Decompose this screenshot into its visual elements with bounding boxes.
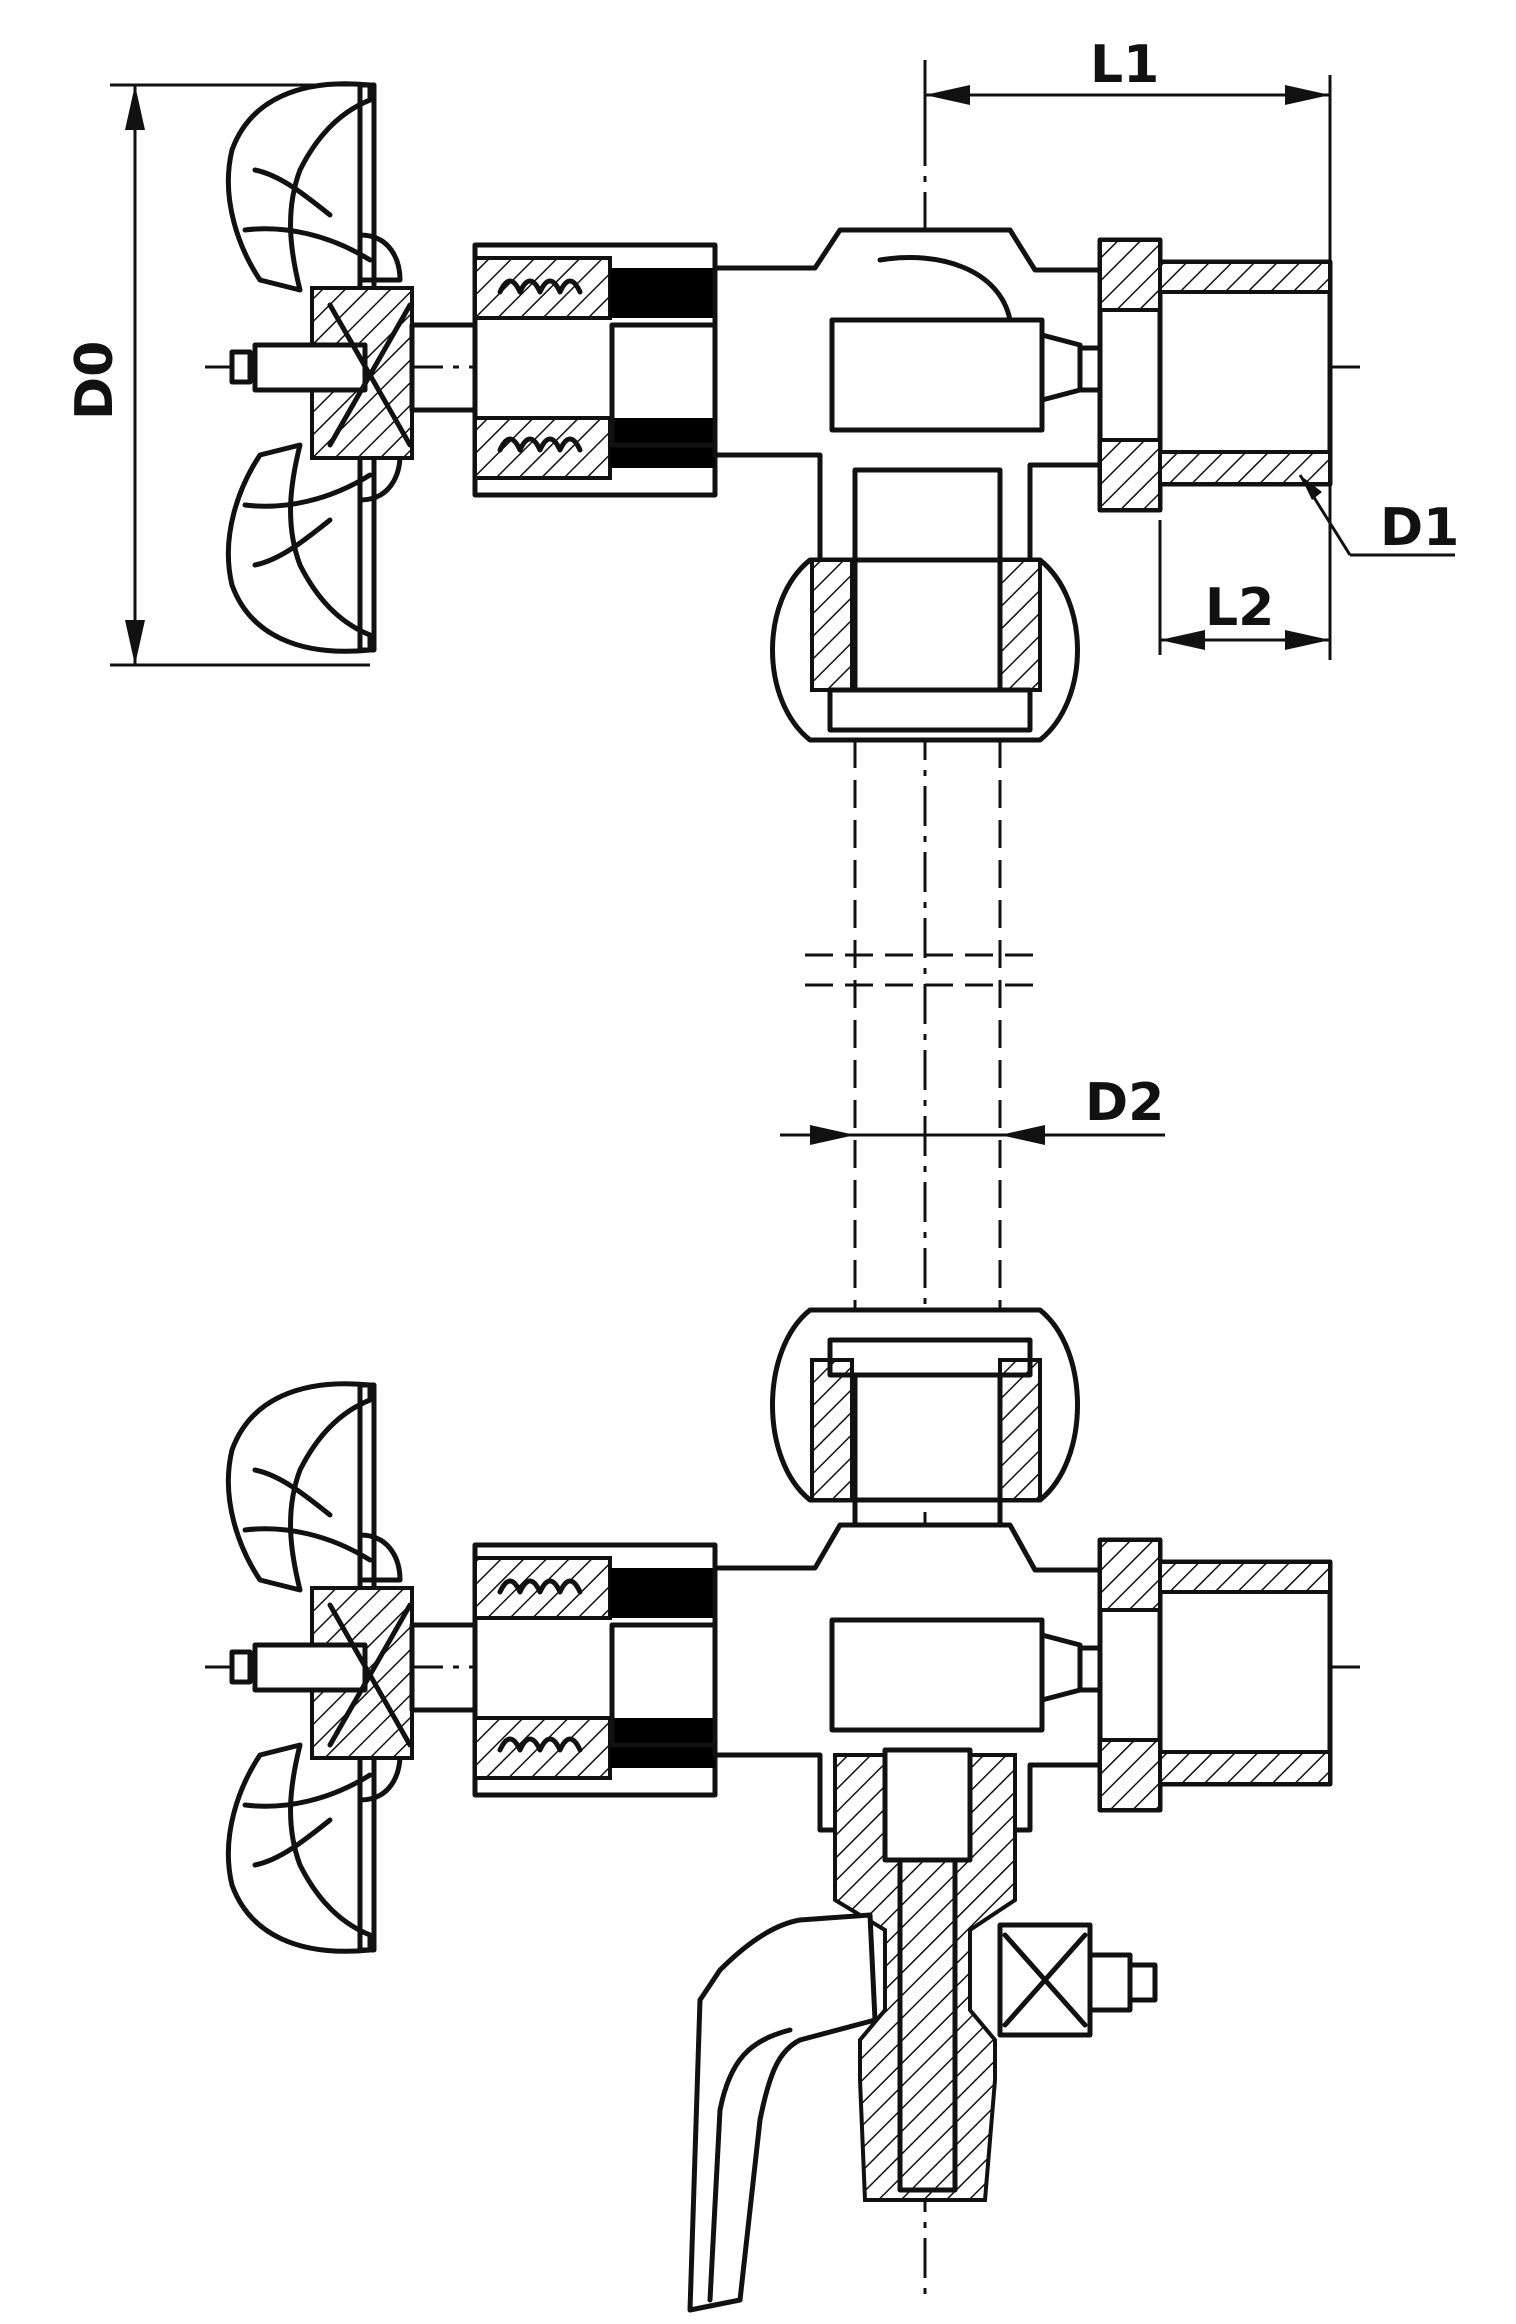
bottom-bonnet [472, 1542, 830, 1798]
dim-l1-label: L1 [1090, 35, 1159, 95]
dim-d1-label: D1 [1380, 498, 1459, 558]
top-valve [226, 81, 1333, 743]
connecting-pipe [805, 740, 1040, 1320]
bottom-valve [226, 1307, 1333, 2313]
dimension-d0: D0 [65, 83, 370, 667]
dim-d0-label: D0 [65, 341, 125, 420]
dimension-d2: D2 [780, 1073, 1165, 1145]
bottom-handwheel [226, 1381, 414, 1954]
dim-d2-label: D2 [1085, 1073, 1164, 1133]
dim-l2-label: L2 [1205, 578, 1274, 638]
top-handwheel [226, 81, 414, 654]
dimension-l1: L1 [923, 35, 1332, 660]
drain-cock [687, 1747, 1158, 2313]
bottom-valve-body [712, 1522, 1333, 1833]
dimension-l2: L2 [1158, 520, 1330, 655]
top-valve-body [712, 227, 1333, 743]
dimension-d1: D1 [1298, 474, 1459, 558]
